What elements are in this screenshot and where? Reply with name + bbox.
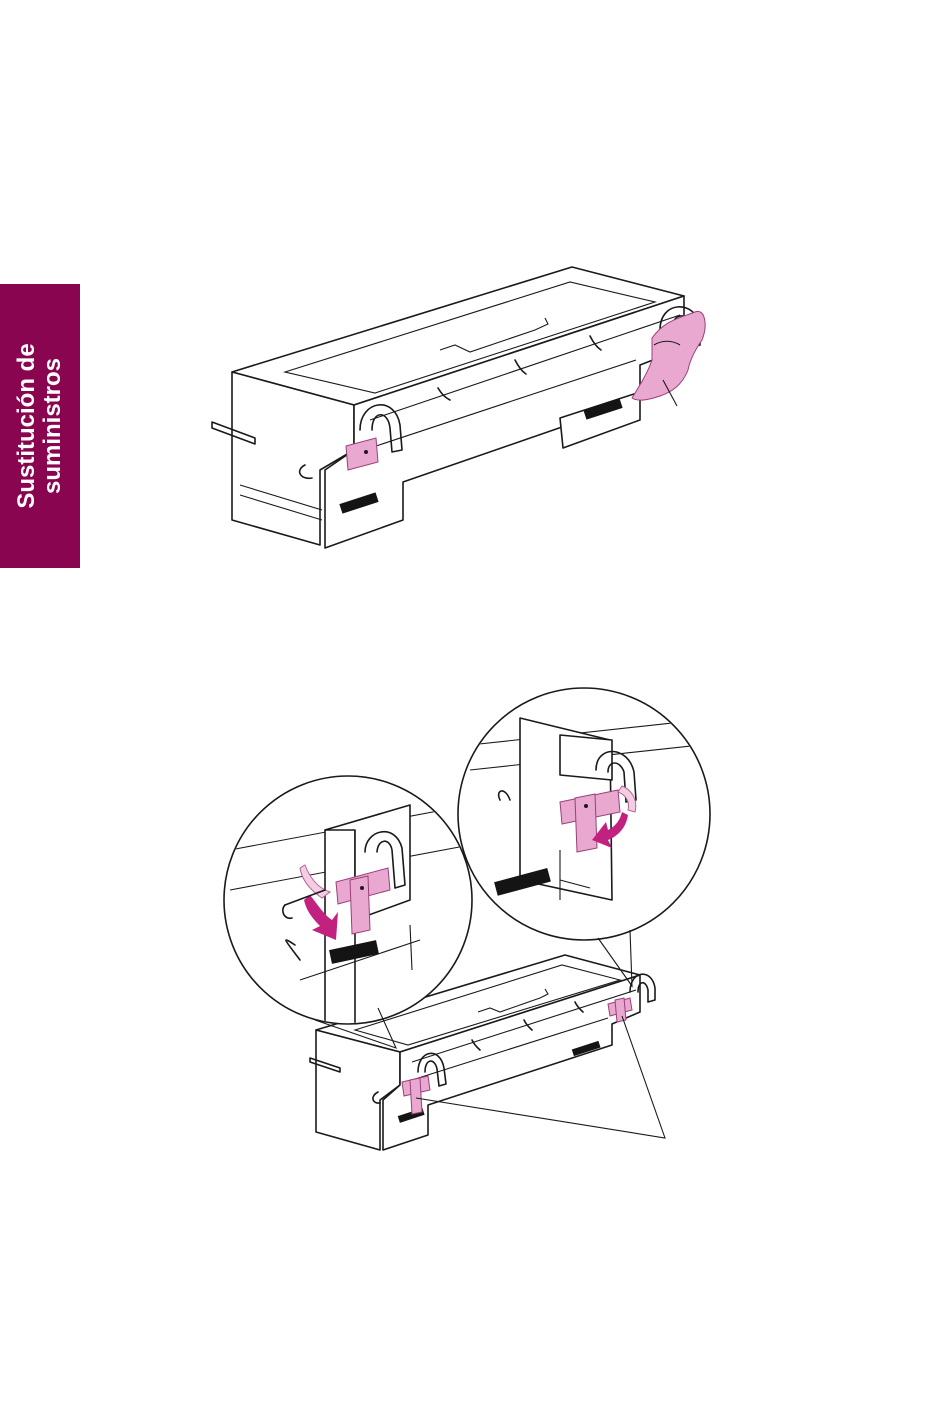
fuser-illustration-bottom [0,0,950,1425]
